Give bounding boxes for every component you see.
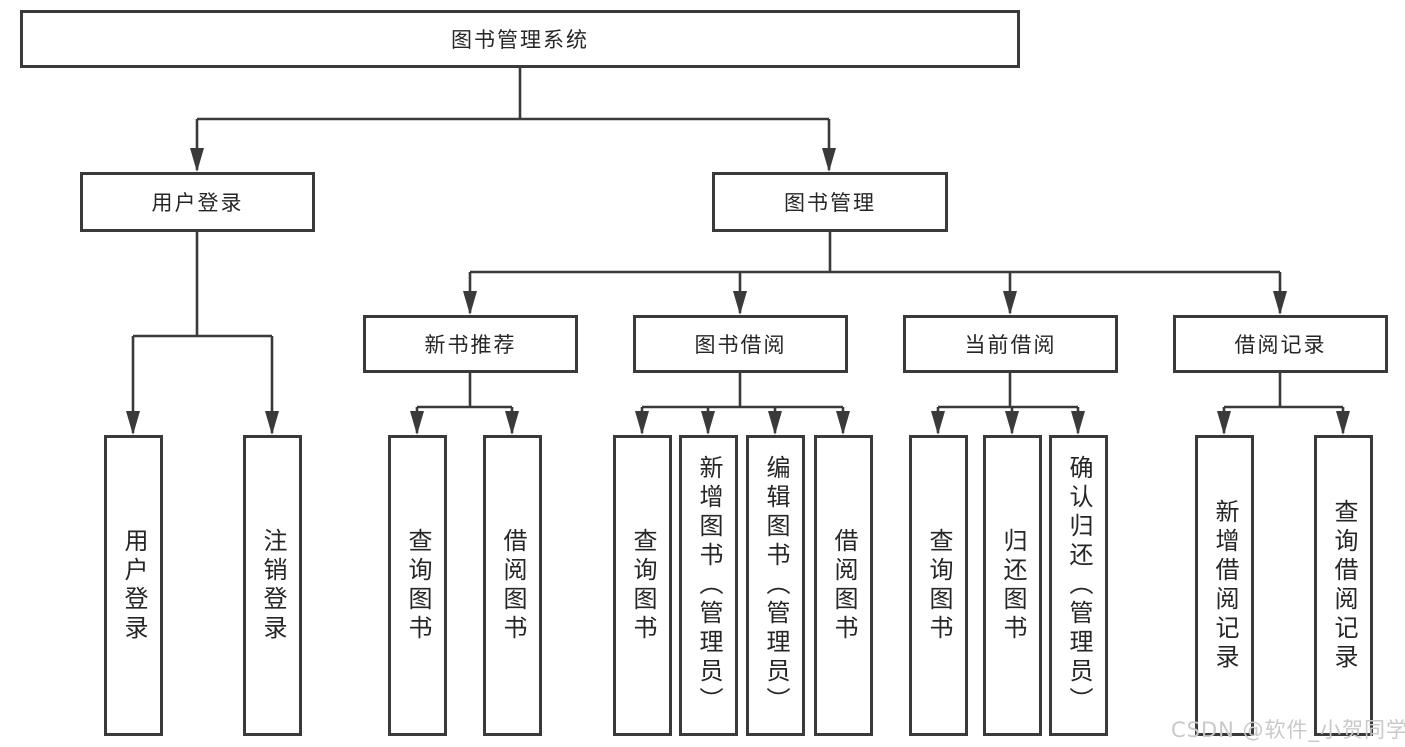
- leaf-borrow-books: 借阅图书: [814, 435, 873, 736]
- node-borrow-records: 借阅记录: [1173, 315, 1388, 373]
- node-book-management-branch: 图书管理: [712, 172, 948, 232]
- leaf-query-books-recommend: 查询图书: [388, 435, 447, 736]
- leaf-logout: 注销登录: [243, 435, 302, 736]
- leaf-edit-books-admin: 编辑图书（管理员）: [746, 435, 805, 736]
- node-library-management-system: 图书管理系统: [20, 10, 1020, 68]
- node-current-borrow: 当前借阅: [903, 315, 1118, 373]
- csdn-watermark: CSDN @软件_小贺同学: [1171, 718, 1405, 742]
- leaf-query-borrow-record: 查询借阅记录: [1314, 435, 1373, 736]
- leaf-user-login: 用户登录: [104, 435, 163, 736]
- leaf-return-books: 归还图书: [983, 435, 1042, 736]
- leaf-add-borrow-record: 新增借阅记录: [1195, 435, 1254, 736]
- leaf-borrow-books-recommend: 借阅图书: [483, 435, 542, 736]
- leaf-add-books-admin: 新增图书（管理员）: [679, 435, 738, 736]
- leaf-confirm-return-admin: 确认归还（管理员）: [1049, 435, 1108, 736]
- node-user-login-branch: 用户登录: [80, 172, 315, 232]
- leaf-query-books-borrow: 查询图书: [613, 435, 672, 736]
- arrowheads: [126, 148, 1350, 435]
- node-new-book-recommend: 新书推荐: [363, 315, 578, 373]
- node-book-borrow: 图书借阅: [633, 315, 848, 373]
- leaf-query-books-current: 查询图书: [909, 435, 968, 736]
